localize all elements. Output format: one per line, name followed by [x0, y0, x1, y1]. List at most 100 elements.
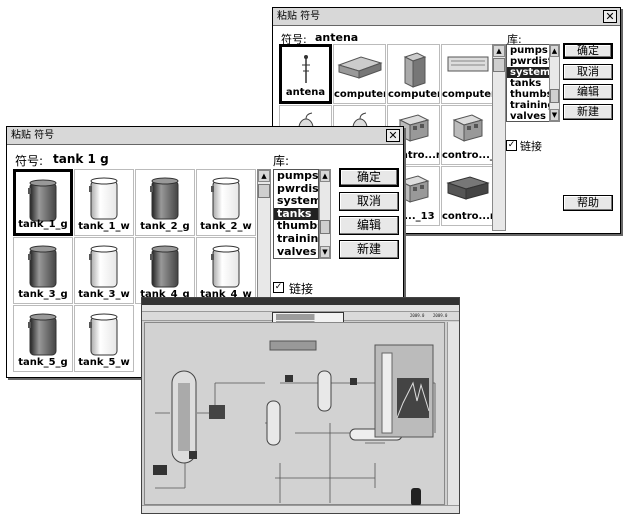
- library-item[interactable]: thumbs: [277, 219, 318, 233]
- library-item[interactable]: valves: [510, 111, 546, 122]
- antenna-icon: [296, 53, 316, 89]
- dialog-title: 粘贴 符号: [11, 130, 55, 141]
- app-vertical-scrollbar[interactable]: [447, 322, 459, 505]
- help-button[interactable]: 帮助: [563, 195, 613, 211]
- symbol-grid-scrollbar[interactable]: ▲: [492, 44, 506, 231]
- symbol-caption: tank_1_g: [18, 219, 68, 230]
- scroll-up-icon[interactable]: ▲: [493, 45, 505, 57]
- symbol-caption: contro...r_1: [388, 150, 439, 161]
- symbol-caption: tank_2_g: [140, 221, 190, 232]
- symbol-grid: tank_1_g tank_1_w tank_2_g tank_2_w tank_3_g…: [13, 169, 256, 375]
- library-item[interactable]: training: [510, 100, 549, 111]
- app-menubar[interactable]: [142, 305, 459, 312]
- symbol-tile[interactable]: computer_1: [333, 44, 386, 104]
- library-item[interactable]: pwrdist: [277, 181, 319, 195]
- scroll-up-icon[interactable]: ▲: [258, 170, 270, 182]
- symbol-caption: ro..._13: [392, 211, 435, 222]
- computer-tower-icon: [399, 51, 429, 93]
- link-checkbox[interactable]: ✓: [506, 140, 517, 151]
- symbol-caption: antena: [285, 87, 326, 98]
- tank-icon: [87, 244, 121, 294]
- symbol-tile[interactable]: tank_5_g: [13, 305, 73, 372]
- scroll-down-icon[interactable]: ▼: [320, 246, 330, 258]
- library-item[interactable]: tanks: [510, 78, 542, 89]
- symbol-caption: tank_2_w: [200, 221, 252, 232]
- symbol-tile[interactable]: tank_4_g: [135, 237, 195, 304]
- library-item[interactable]: system: [277, 194, 319, 208]
- cancel-button[interactable]: 取消: [563, 64, 613, 80]
- library-item[interactable]: system: [507, 67, 549, 78]
- library-list[interactable]: pumpspwrdistsystemtanksthumbstrainingval…: [506, 44, 550, 122]
- cancel-button[interactable]: 取消: [339, 192, 399, 211]
- scroll-up-icon[interactable]: ▲: [320, 170, 330, 182]
- dialog-titlebar[interactable]: 粘贴 符号 ✕: [7, 127, 403, 145]
- symbol-caption: computer_1: [334, 89, 385, 100]
- symbol-tile[interactable]: tank_3_g: [13, 237, 73, 304]
- drawing-canvas[interactable]: [144, 322, 445, 506]
- library-scrollbar[interactable]: ▲ ▼: [319, 169, 331, 259]
- library-label: 库:: [273, 154, 290, 168]
- symbol-caption: tank_5_w: [78, 357, 130, 368]
- library-item[interactable]: valves: [277, 244, 317, 258]
- controller-icon: [396, 173, 432, 209]
- symbol-caption: computer_3: [442, 89, 493, 100]
- symbol-caption: tank_4_g: [140, 289, 190, 300]
- dialog-title: 粘贴 符号: [277, 11, 321, 22]
- edit-button[interactable]: 编辑: [563, 84, 613, 100]
- symbol-tile[interactable]: antena: [279, 44, 332, 104]
- symbol-tile[interactable]: tank_2_w: [196, 169, 256, 236]
- new-button[interactable]: 新建: [339, 240, 399, 259]
- scroll-thumb[interactable]: [550, 89, 559, 103]
- symbol-caption: tank_1_w: [78, 221, 130, 232]
- new-button[interactable]: 新建: [563, 104, 613, 120]
- symbol-tile[interactable]: tank_1_g: [13, 169, 73, 236]
- process-diagram-application: 2009.0 2009.0: [141, 297, 460, 514]
- symbol-tile[interactable]: contro..._10: [441, 105, 494, 165]
- tank-icon: [26, 178, 60, 228]
- symbol-caption: contro...r_2: [442, 211, 493, 222]
- tank-icon: [148, 244, 182, 294]
- computer-flat-icon: [336, 51, 383, 85]
- scroll-up-icon[interactable]: ▲: [550, 45, 559, 57]
- symbol-value: tank 1 g: [53, 152, 109, 166]
- symbol-caption: computer_2: [388, 89, 439, 100]
- tank-icon: [209, 244, 243, 294]
- readout-2: 2009.0: [433, 313, 448, 318]
- library-item[interactable]: pwrdist: [510, 56, 550, 67]
- library-item[interactable]: thumbs: [510, 89, 550, 100]
- symbol-tile[interactable]: tank_1_w: [74, 169, 134, 236]
- library-scrollbar[interactable]: ▲ ▼: [549, 44, 560, 122]
- symbol-tile[interactable]: tank_2_g: [135, 169, 195, 236]
- symbol-tile[interactable]: contro...r_2: [441, 166, 494, 226]
- symbol-tile[interactable]: tank_3_w: [74, 237, 134, 304]
- symbol-caption: tank_3_w: [78, 289, 130, 300]
- symbol-tile[interactable]: computer_2: [387, 44, 440, 104]
- symbol-caption: tank_4_w: [200, 289, 252, 300]
- ok-button[interactable]: 确定: [563, 43, 613, 59]
- library-list[interactable]: pumpspwrdistsystemtanksthumbstrainingval…: [273, 169, 319, 259]
- symbol-value: antena: [315, 31, 359, 44]
- symbol-tile[interactable]: tank_5_w: [74, 305, 134, 372]
- library-label: 库:: [507, 33, 522, 46]
- controller-icon: [396, 112, 432, 148]
- scroll-thumb[interactable]: [493, 58, 505, 72]
- scroll-thumb[interactable]: [258, 184, 270, 198]
- library-item[interactable]: tanks: [274, 207, 318, 221]
- dialog-titlebar[interactable]: 粘贴 符号 ✕: [273, 8, 620, 26]
- tank-icon: [26, 312, 60, 362]
- symbol-label: 符号:: [281, 33, 307, 46]
- library-item[interactable]: pumps: [510, 45, 548, 56]
- scroll-down-icon[interactable]: ▼: [550, 109, 559, 121]
- scroll-thumb[interactable]: [320, 220, 330, 234]
- close-icon[interactable]: ✕: [603, 10, 617, 23]
- library-item[interactable]: pumps: [277, 169, 319, 182]
- edit-button[interactable]: 编辑: [339, 216, 399, 235]
- symbol-tile[interactable]: tank_4_w: [196, 237, 256, 304]
- close-icon[interactable]: ✕: [386, 129, 400, 142]
- library-item[interactable]: training: [277, 231, 319, 245]
- symbol-tile[interactable]: computer_3: [441, 44, 494, 104]
- app-statusbar: [142, 505, 459, 513]
- ok-button[interactable]: 确定: [339, 168, 399, 187]
- link-checkbox[interactable]: ✓: [273, 282, 284, 293]
